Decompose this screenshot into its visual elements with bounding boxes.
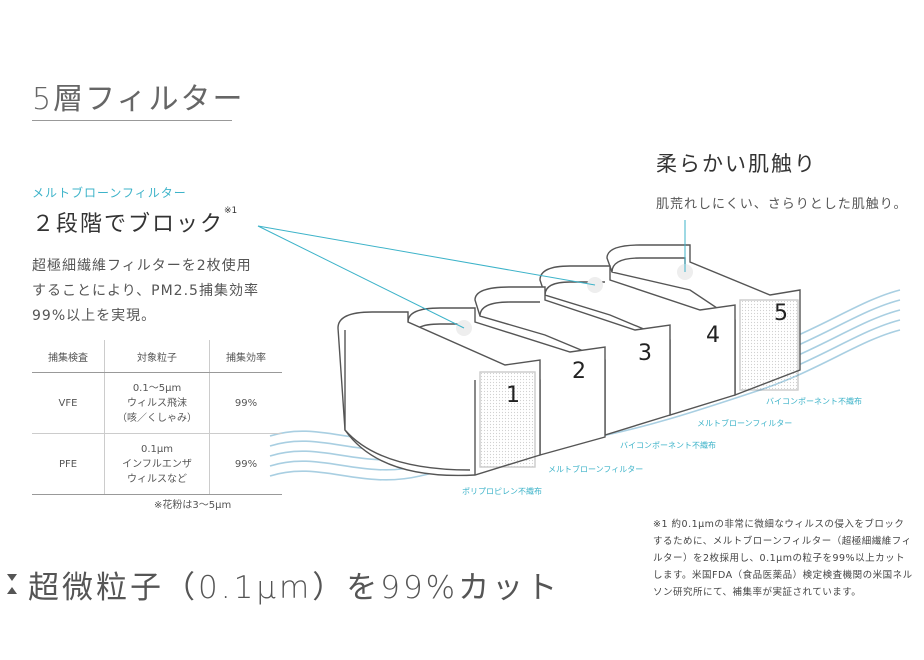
- table-cell-test: VFE: [32, 372, 105, 434]
- table-cell-efficiency: 99%: [209, 372, 282, 434]
- efficiency-table: 捕集検査 対象粒子 捕集効率 VFE 0.1〜5μm ウィルス飛沫 （咳／くしゃ…: [32, 340, 282, 495]
- particle-line: インフルエンザ: [122, 458, 192, 470]
- table-header: 捕集検査: [32, 340, 105, 373]
- particle-line: ウィルス飛沫: [127, 397, 187, 409]
- bottom-headline: 超微粒子（0.1μm）を99%カット: [28, 570, 561, 606]
- layer-label-5: バイコンポーネント不織布: [766, 396, 862, 406]
- block-heading-note: ※1: [224, 206, 238, 216]
- soft-touch-heading: 柔らかい肌触り: [656, 152, 817, 176]
- layer-label-3: バイコンポーネント不織布: [620, 440, 716, 450]
- soft-touch-description: 肌荒れしにくい、さらりとした肌触り。: [656, 197, 908, 212]
- table-header: 捕集効率: [209, 340, 282, 373]
- page-title: 5層フィルター: [32, 82, 245, 117]
- footnote: ※1 約0.1μmの非常に微細なウィルスの侵入をブロックするために、メルトブロー…: [653, 519, 913, 598]
- particle-line: 0.1〜5μm: [132, 382, 182, 394]
- pollen-note: ※花粉は3〜5μm: [154, 500, 232, 511]
- layer-label-2: メルトブローンフィルター: [548, 464, 643, 474]
- melt-filter-label: メルトブローンフィルター: [32, 186, 187, 200]
- title-underline: [32, 120, 232, 121]
- layer-number-4: 4: [706, 323, 720, 348]
- table-cell-particle: 0.1μm インフルエンザ ウィルスなど: [104, 433, 210, 495]
- layer-number-5: 5: [774, 301, 788, 326]
- table-row: PFE 0.1μm インフルエンザ ウィルスなど 99%: [32, 433, 282, 495]
- layer-number-1: 1: [506, 383, 520, 408]
- particle-line: 0.1μm: [140, 443, 173, 455]
- block-heading-text: ２段階でブロック: [32, 212, 225, 237]
- particle-line: ウィルスなど: [127, 473, 187, 485]
- block-description: 超極細繊維フィルターを2枚使用することにより、PM2.5捕集効率99%以上を実現…: [32, 258, 259, 324]
- block-heading: ２段階でブロック※1: [32, 206, 237, 238]
- particle-line: （咳／くしゃみ）: [117, 412, 197, 424]
- layer-number-2: 2: [572, 359, 586, 384]
- layer-1-shape: [337, 311, 541, 477]
- table-row: VFE 0.1〜5μm ウィルス飛沫 （咳／くしゃみ） 99%: [32, 372, 282, 434]
- arrows-icon: [7, 574, 17, 594]
- table-cell-test: PFE: [32, 433, 105, 495]
- leader-lines: [257, 220, 686, 329]
- table-header: 対象粒子: [104, 340, 210, 373]
- layer-label-4: メルトブローンフィルター: [697, 418, 792, 428]
- table-header-row: 捕集検査 対象粒子 捕集効率: [32, 340, 282, 373]
- table-cell-particle: 0.1〜5μm ウィルス飛沫 （咳／くしゃみ）: [104, 372, 210, 434]
- layer-label-1: ポリプロピレン不織布: [462, 486, 542, 496]
- layer-number-3: 3: [638, 341, 652, 366]
- layer-5-shape: [606, 244, 801, 397]
- table-cell-efficiency: 99%: [209, 433, 282, 495]
